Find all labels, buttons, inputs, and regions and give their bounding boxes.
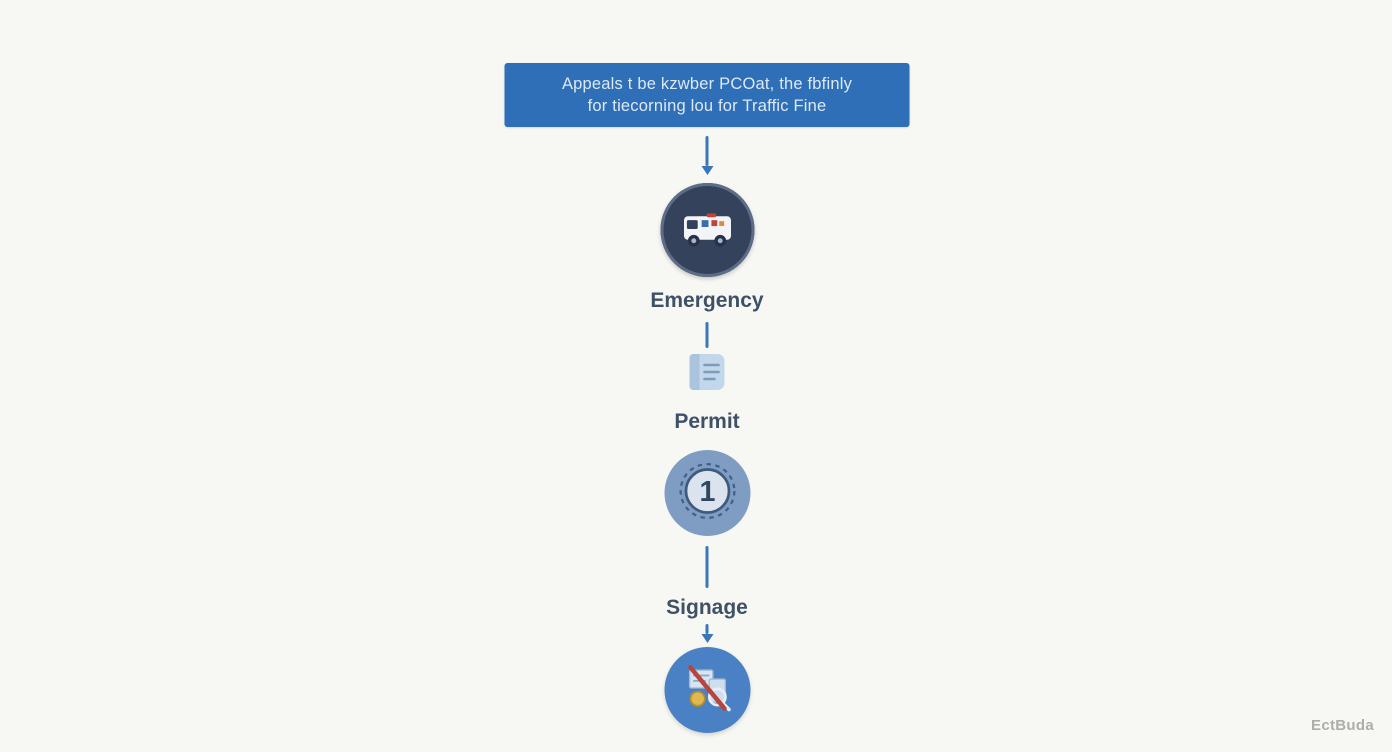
connector-line: [705, 322, 709, 348]
ambulance-icon: [660, 181, 754, 280]
connector-line: [705, 546, 709, 588]
badge-number-icon: 1: [664, 448, 750, 539]
flowchart-title-line1: Appeals t be kzwber PCOat, the fbfinly: [561, 74, 853, 93]
flowchart-title-box: Appeals t be kzwber PCOat, the fbfinly f…: [504, 63, 910, 127]
badge-number: 1: [699, 475, 715, 507]
flowchart-title-line2: for tiecorning lou for Traffic Fine: [587, 97, 827, 115]
connector-line: [705, 136, 709, 166]
permit-label: Permit: [674, 410, 740, 433]
no-signage-icon: [664, 645, 750, 736]
document-icon: [683, 350, 731, 398]
emergency-label: Emergency: [650, 289, 764, 312]
arrow-down-icon: [701, 166, 713, 175]
watermark: EctBuda: [1311, 717, 1374, 734]
emergency-node: [660, 183, 754, 277]
connector-line: [705, 624, 709, 634]
arrow-down-icon: [701, 634, 713, 643]
no-signage-node: [664, 647, 750, 733]
badge-node: 1: [664, 450, 750, 536]
flowchart: Appeals t be kzwber PCOat, the fbfinly f…: [504, 63, 910, 733]
signage-label: Signage: [666, 596, 748, 619]
